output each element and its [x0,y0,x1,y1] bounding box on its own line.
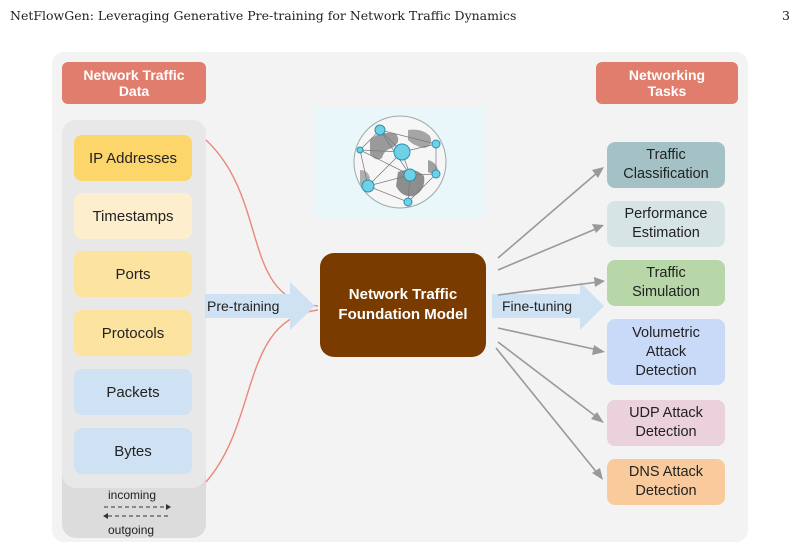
data-item-ip-addresses: IP Addresses [74,135,192,181]
model-label-line: Foundation Model [338,306,468,323]
legend-incoming-label: incoming [108,488,157,502]
page-number: 3 [782,8,790,23]
pretraining-arrow [205,282,315,330]
data-item-bytes: Bytes [74,428,192,474]
task-label-line: Simulation [632,284,700,300]
model-label-line: Network Traffic [348,286,458,303]
finetuning-label: Fine-tuning [502,298,573,314]
data-item-timestamps: Timestamps [74,193,192,239]
finetuning-arrow [492,282,604,330]
tag-line: Network Traffic [83,67,185,83]
pretraining-label: Pre-training [207,298,280,314]
paper-running-title: NetFlowGen: Leveraging Generative Pre-tr… [10,8,517,23]
task-label-line: Traffic [646,147,686,163]
task-label-line: Detection [635,424,697,440]
data-column-inner [62,120,206,488]
page-header: NetFlowGen: Leveraging Generative Pre-tr… [10,8,790,26]
task-label-line: UDP Attack [629,405,703,421]
task-label-line: Performance [624,206,708,222]
curve-bottom [205,309,319,483]
task-label-line: Detection [635,362,697,379]
network-globe-icon [353,115,447,209]
task-label-line: Detection [635,483,697,499]
curve-top [205,139,319,307]
tag-line: Data [118,83,150,99]
task-label-line: Estimation [632,225,700,241]
task-label-line: Attack [645,343,687,360]
data-item-ports: Ports [74,251,192,297]
tag-line: Networking [628,67,706,83]
task-label-line: Classification [623,166,709,182]
task-label-line: DNS Attack [628,464,704,480]
data-item-packets: Packets [74,369,192,415]
tag-line: Tasks [647,83,687,99]
fanout-arrows [495,167,605,480]
data-item-protocols: Protocols [74,310,192,356]
legend-outgoing-arrow [103,513,170,519]
task-label-line: Traffic [646,265,686,281]
legend-outgoing-label: outgoing [108,523,155,537]
task-label-line: Volumetric [632,324,700,341]
legend-incoming-arrow [104,504,171,510]
